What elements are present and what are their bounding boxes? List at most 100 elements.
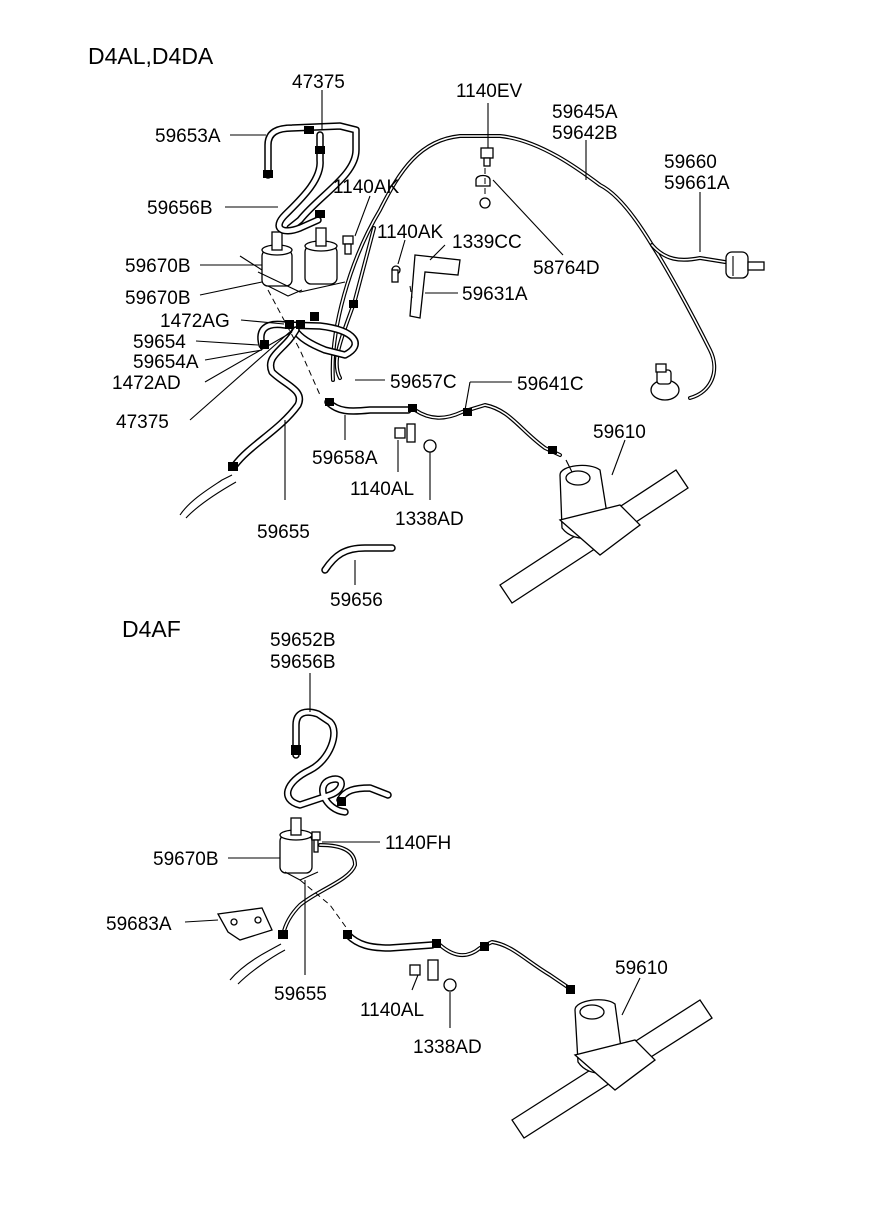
label-1140ev: 1140EV: [456, 81, 523, 102]
label-59658a: 59658A: [312, 448, 378, 469]
hose-59641c: [413, 403, 562, 457]
bolt-1140al-d4af: [409, 959, 439, 981]
label-59670b-2: 59670B: [125, 288, 191, 309]
clamp: [285, 320, 294, 329]
clamp: [548, 446, 557, 454]
hose-59655: [231, 326, 304, 469]
bracket-59683a: [216, 907, 273, 941]
clamp: [296, 320, 305, 329]
bolt-1140ev: [480, 147, 494, 167]
label-1140ak-2: 1140AK: [377, 222, 444, 243]
label-59642b: 59642B: [552, 123, 618, 144]
canister-59670b-right: [304, 227, 338, 285]
clip-58764d: [475, 174, 491, 187]
label-1140fh: 1140FH: [385, 833, 451, 854]
label-59655: 59655: [257, 522, 310, 543]
clamp: [566, 985, 575, 994]
clamp: [343, 930, 352, 939]
label-59656b: 59656B: [147, 198, 213, 219]
label-47375: 47375: [292, 72, 345, 93]
label-59645a: 59645A: [552, 102, 618, 123]
clamp: [480, 942, 489, 951]
clamp: [263, 170, 273, 178]
label-59661a: 59661A: [664, 173, 730, 194]
clamp: [325, 398, 334, 406]
hose-59654: [257, 320, 359, 359]
section-title-d4af: D4AF: [122, 616, 181, 642]
pipe-end: [179, 474, 237, 519]
label-59656b-d4af: 59656B: [270, 652, 336, 673]
label-1472ag: 1472AG: [160, 311, 230, 332]
nut-1339cc: [479, 197, 491, 209]
alignment-line: [267, 289, 321, 396]
label-1338ad-d4af: 1338AD: [413, 1037, 482, 1058]
label-59655-d4af: 59655: [274, 984, 327, 1005]
clamp: [260, 340, 269, 349]
clamp: [432, 939, 441, 948]
label-47375-2: 47375: [116, 412, 169, 433]
pipe-d4af-lower: [438, 940, 574, 992]
booster-59610: [499, 459, 689, 604]
pipe-end-d4af: [229, 943, 286, 985]
canister-59670b-left: [261, 231, 293, 287]
leader-lines-bottom: [184, 673, 641, 1028]
label-1472ad: 1472AD: [112, 373, 181, 394]
label-59654a: 59654A: [133, 352, 199, 373]
hose-59653a: [264, 122, 360, 232]
hose-59656b-d4af: [336, 784, 392, 804]
booster-59610-d4af: [511, 999, 713, 1139]
label-59631a: 59631A: [462, 284, 528, 305]
clamp: [278, 930, 288, 939]
label-1140al-d4af: 1140AL: [360, 1000, 424, 1021]
clamp: [291, 745, 301, 755]
label-59654: 59654: [133, 332, 186, 353]
nut-1338ad: [423, 439, 437, 453]
label-59670b-d4af: 59670B: [153, 849, 219, 870]
alignment-line: [409, 168, 486, 299]
label-59652b: 59652B: [270, 630, 336, 651]
label-1140ak: 1140AK: [333, 177, 400, 198]
vacuum-pipe-59645a: [330, 134, 717, 400]
alignment-line-d4af: [299, 879, 349, 931]
hose-59652b: [283, 708, 349, 816]
bolt-1140ak: [342, 235, 354, 255]
hose-d4af-lower: [344, 931, 436, 952]
nut-1338ad-d4af: [443, 978, 457, 992]
pipe-d4af: [281, 843, 357, 937]
label-59670b: 59670B: [125, 256, 191, 277]
canister-59670b-d4af: [279, 817, 319, 881]
bolt-1140fh: [311, 831, 321, 853]
hose-59660: [650, 243, 727, 264]
section-title-d4al-d4da: D4AL,D4DA: [88, 43, 214, 69]
clamp: [315, 210, 325, 218]
check-valve: [650, 363, 680, 401]
label-59657c: 59657C: [390, 372, 457, 393]
clamp: [337, 797, 346, 806]
clamp: [315, 146, 325, 154]
clamp: [349, 300, 358, 308]
clamp: [310, 312, 319, 321]
label-1339cc: 1339CC: [452, 232, 522, 253]
label-59653a: 59653A: [155, 126, 221, 147]
bracket-59631a: [391, 254, 461, 319]
hose-59656: [321, 544, 396, 574]
valve-59660: [725, 251, 765, 279]
label-59610: 59610: [593, 422, 646, 443]
leader-lines-top: [189, 90, 701, 585]
label-59641c: 59641C: [517, 374, 584, 395]
label-59610-d4af: 59610: [615, 958, 668, 979]
clamp: [408, 404, 417, 412]
bolt-1140al: [394, 423, 416, 443]
clamp: [304, 126, 314, 134]
label-59656: 59656: [330, 590, 383, 611]
label-1140al: 1140AL: [350, 479, 414, 500]
canister-bracket: [239, 255, 346, 297]
label-59660: 59660: [664, 152, 717, 173]
label-1338ad: 1338AD: [395, 509, 464, 530]
hose-59658a: [324, 398, 412, 415]
clamp: [228, 462, 238, 471]
label-59683a: 59683A: [106, 914, 172, 935]
clamp: [463, 408, 472, 416]
